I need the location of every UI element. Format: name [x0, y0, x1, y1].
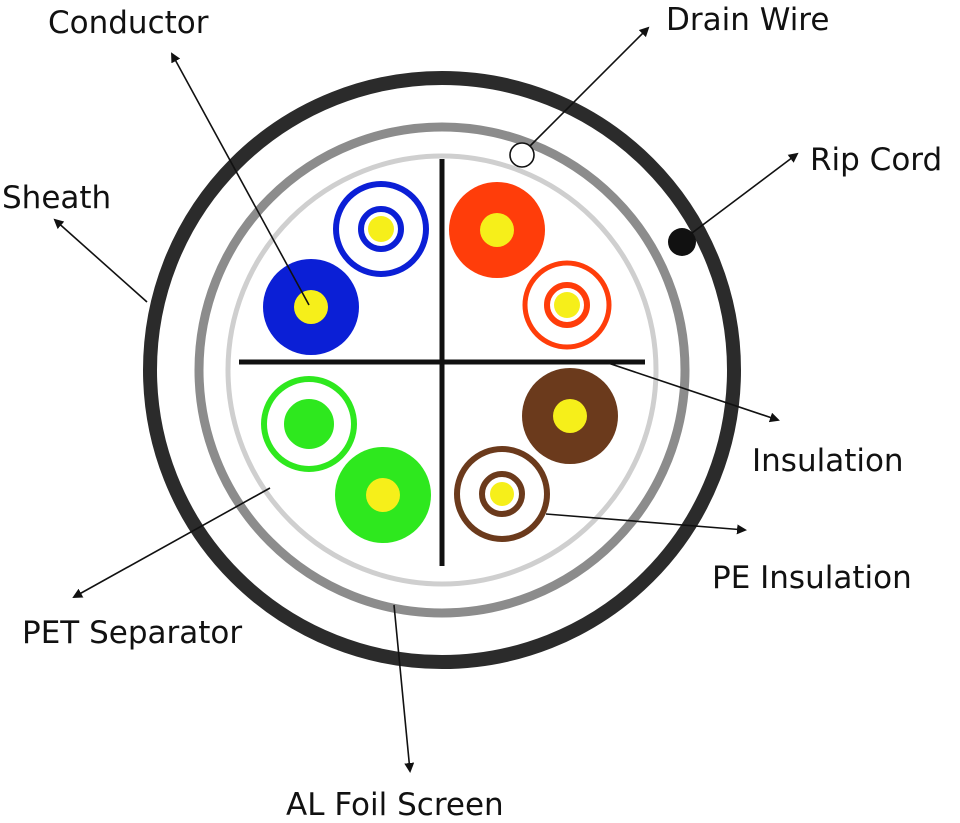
sheath-leader: [53, 218, 148, 303]
sheath-label: Sheath: [2, 180, 111, 216]
brown-wire-conductor: [553, 399, 587, 433]
drain-wire-leader: [529, 26, 650, 147]
conductor-label: Conductor: [48, 5, 209, 41]
al-foil-screen-label: AL Foil Screen: [286, 787, 504, 823]
green-white-wire-core: [289, 404, 329, 444]
rip-cord: [668, 228, 696, 256]
insulation-leader: [604, 361, 780, 423]
rip-cord-label: Rip Cord: [810, 142, 942, 178]
drain-wire-label: Drain Wire: [666, 2, 829, 38]
drain-wire: [509, 142, 535, 168]
pet-separator-leader: [72, 487, 271, 598]
rip-cord-leader: [691, 152, 799, 234]
brown-white-wire-conductor: [490, 482, 514, 506]
blue-wire-conductor: [294, 290, 328, 324]
orange-white-wire-conductor: [554, 292, 580, 318]
al-foil-screen-leader: [393, 604, 415, 773]
pe-insulation-label: PE Insulation: [712, 560, 912, 596]
insulation-label: Insulation: [752, 443, 904, 479]
blue-white-wire-conductor: [368, 216, 394, 242]
pe-insulation-leader: [545, 513, 747, 535]
orange-wire-conductor: [480, 213, 514, 247]
green-wire-conductor: [366, 478, 400, 512]
pet-separator-label: PET Separator: [22, 615, 242, 651]
conductor-leader: [171, 52, 310, 306]
